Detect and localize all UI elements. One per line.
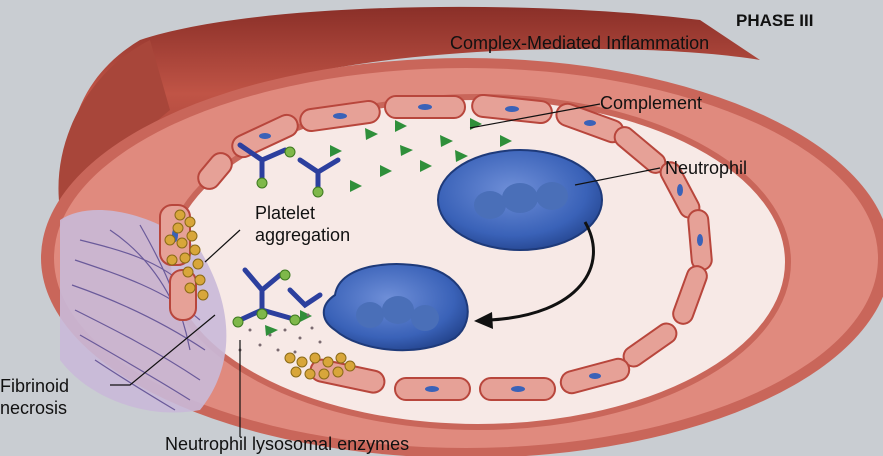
fibrinoid-label-line2: necrosis bbox=[0, 398, 67, 418]
neutrophil-top bbox=[438, 150, 602, 250]
neutrophil-label: Neutrophil bbox=[665, 158, 747, 178]
neutrophil-bottom bbox=[324, 264, 468, 350]
phase-subtitle: Complex-Mediated Inflammation bbox=[450, 33, 709, 53]
lysosomal-enzymes-label: Neutrophil lysosomal enzymes bbox=[165, 434, 409, 454]
platelet-label-line2: aggregation bbox=[255, 225, 350, 245]
complement-label: Complement bbox=[600, 93, 702, 113]
platelet-label-line1: Platelet bbox=[255, 203, 315, 223]
phase-title: PHASE III bbox=[736, 11, 813, 31]
fibrinoid-label-line1: Fibrinoid bbox=[0, 376, 69, 396]
